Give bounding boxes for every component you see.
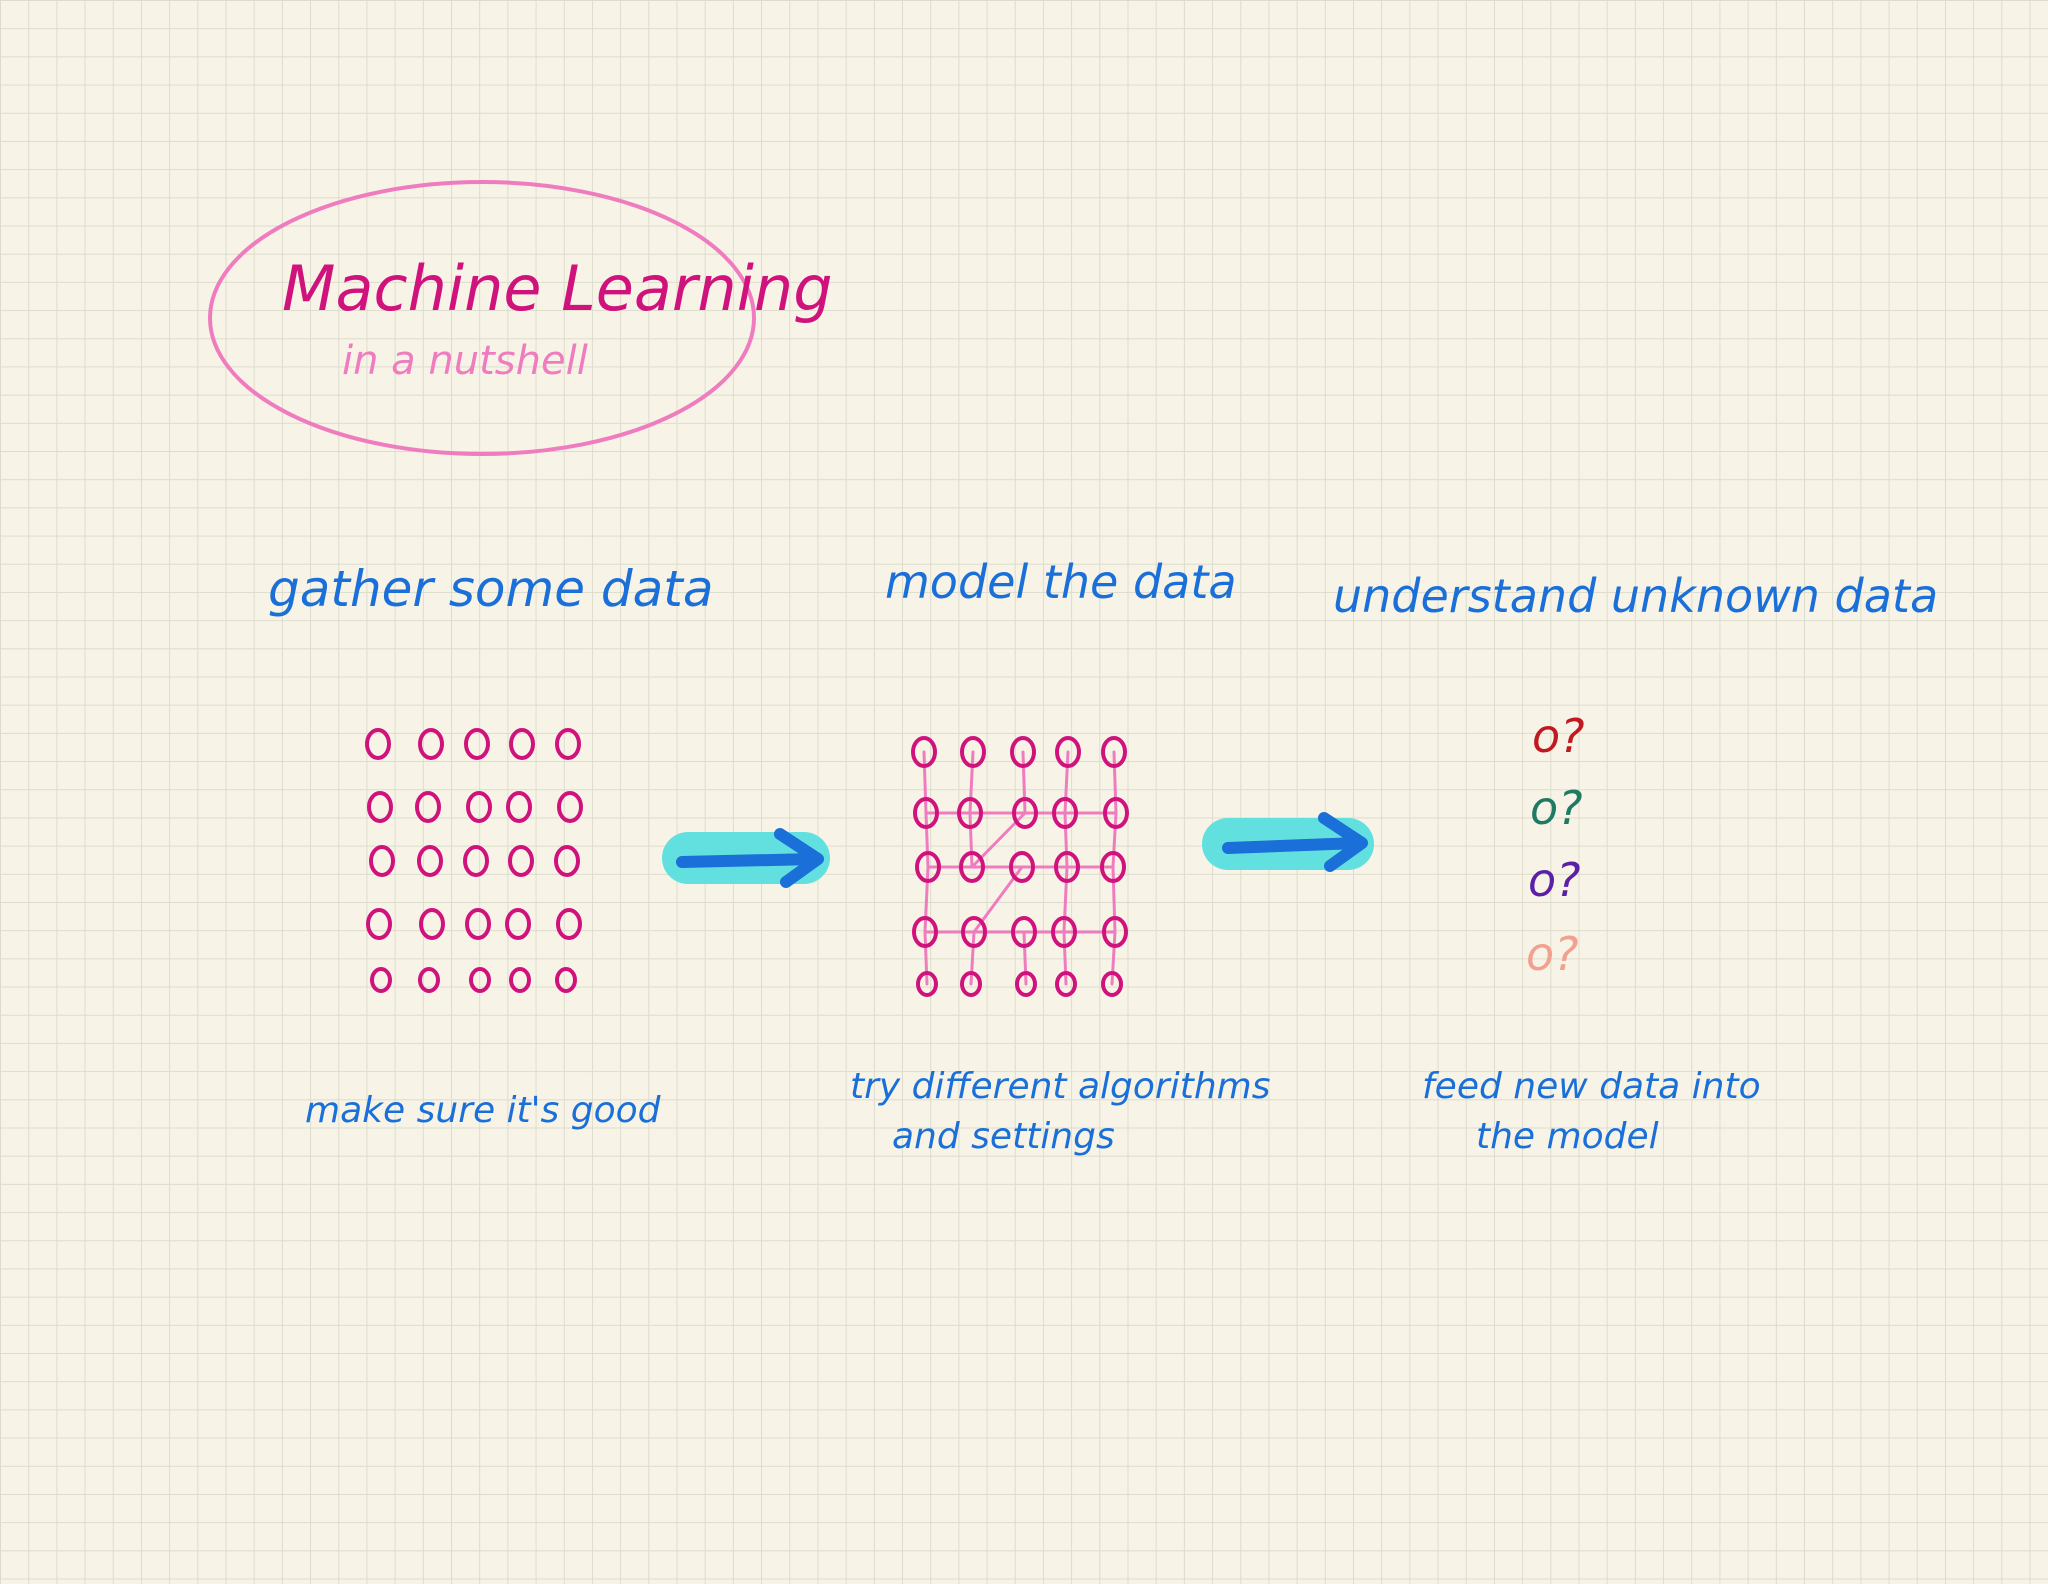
- data-point: [1015, 971, 1037, 997]
- data-point: [509, 728, 535, 760]
- data-point: [1051, 916, 1077, 948]
- data-point: [915, 851, 941, 883]
- data-point: [1011, 916, 1037, 948]
- unknown-data-point: o?: [1532, 709, 1585, 763]
- data-point: [466, 791, 492, 823]
- arrow-right-icon: [662, 828, 830, 888]
- data-point: [508, 845, 534, 877]
- model-connection: [923, 930, 929, 986]
- unknown-data-point: o?: [1530, 781, 1583, 835]
- data-grid-modeled: [911, 736, 1129, 997]
- model-connection: [1111, 865, 1117, 934]
- data-point: [365, 728, 391, 760]
- data-point: [555, 728, 581, 760]
- data-point: [419, 908, 445, 940]
- title-main: Machine Learning: [282, 252, 833, 325]
- model-connection: [968, 750, 975, 815]
- step-heading-gather: gather some data: [268, 560, 714, 618]
- model-connection: [924, 811, 930, 869]
- data-point: [1103, 797, 1129, 829]
- model-connection: [1062, 865, 1069, 934]
- model-connection: [969, 930, 976, 986]
- step-heading-model: model the data: [885, 555, 1237, 609]
- model-connection: [1111, 811, 1118, 869]
- data-point: [960, 736, 986, 768]
- data-point: [505, 908, 531, 940]
- data-point: [1101, 736, 1127, 768]
- data-point: [417, 845, 443, 877]
- model-connection: [1022, 930, 1028, 986]
- data-point: [960, 971, 982, 997]
- data-point: [1102, 916, 1128, 948]
- model-connection: [1063, 811, 1069, 869]
- data-point: [912, 916, 938, 948]
- data-point: [961, 916, 987, 948]
- step-caption-model-line2: and settings: [892, 1116, 1115, 1157]
- data-point: [369, 845, 395, 877]
- step-caption-understand-line1: feed new data into: [1422, 1066, 1761, 1107]
- data-point: [469, 967, 491, 993]
- model-connection: [968, 811, 974, 869]
- data-point: [506, 791, 532, 823]
- data-point: [959, 851, 985, 883]
- data-point: [367, 791, 393, 823]
- data-point: [1101, 971, 1123, 997]
- data-point: [1055, 971, 1077, 997]
- step-caption-model-line1: try different algorithms: [850, 1066, 1270, 1107]
- data-point: [1010, 736, 1036, 768]
- unknown-data-point: o?: [1528, 853, 1581, 907]
- model-connection: [1110, 930, 1117, 986]
- data-point: [366, 908, 392, 940]
- data-grid-raw: [365, 728, 583, 993]
- data-point: [465, 908, 491, 940]
- data-point: [555, 967, 577, 993]
- data-point: [418, 728, 444, 760]
- model-connection: [1062, 930, 1068, 986]
- data-point: [554, 845, 580, 877]
- data-point: [1055, 736, 1081, 768]
- data-point: [418, 967, 440, 993]
- model-connection: [922, 750, 928, 815]
- model-connections: [922, 750, 1118, 986]
- data-point: [1012, 797, 1038, 829]
- data-point: [913, 797, 939, 829]
- data-point: [557, 791, 583, 823]
- step-caption-understand-line2: the model: [1476, 1116, 1659, 1157]
- data-point: [464, 728, 490, 760]
- model-connection: [923, 865, 930, 934]
- model-connection: [1112, 750, 1118, 815]
- arrow-head: [774, 828, 824, 888]
- data-point: [916, 971, 938, 997]
- data-point: [463, 845, 489, 877]
- model-connection: [1063, 750, 1070, 815]
- data-point: [1100, 851, 1126, 883]
- data-point: [1009, 851, 1035, 883]
- title-subtitle: in a nutshell: [342, 338, 588, 384]
- title-ellipse: [208, 180, 756, 456]
- data-point: [509, 967, 531, 993]
- data-point: [911, 736, 937, 768]
- data-point: [415, 791, 441, 823]
- data-point: [556, 908, 582, 940]
- arrow-shaft: [1222, 837, 1364, 854]
- data-point: [1052, 797, 1078, 829]
- step-heading-understand: understand unknown data: [1333, 569, 1938, 623]
- arrow-shaft: [676, 853, 821, 868]
- arrow-head: [1318, 812, 1368, 872]
- arrow-right-icon: [1202, 812, 1374, 872]
- unknown-data-point: o?: [1526, 927, 1579, 981]
- model-connection: [1021, 750, 1027, 815]
- data-point: [1054, 851, 1080, 883]
- data-point: [370, 967, 392, 993]
- data-point: [957, 797, 983, 829]
- step-caption-gather: make sure it's good: [305, 1090, 662, 1131]
